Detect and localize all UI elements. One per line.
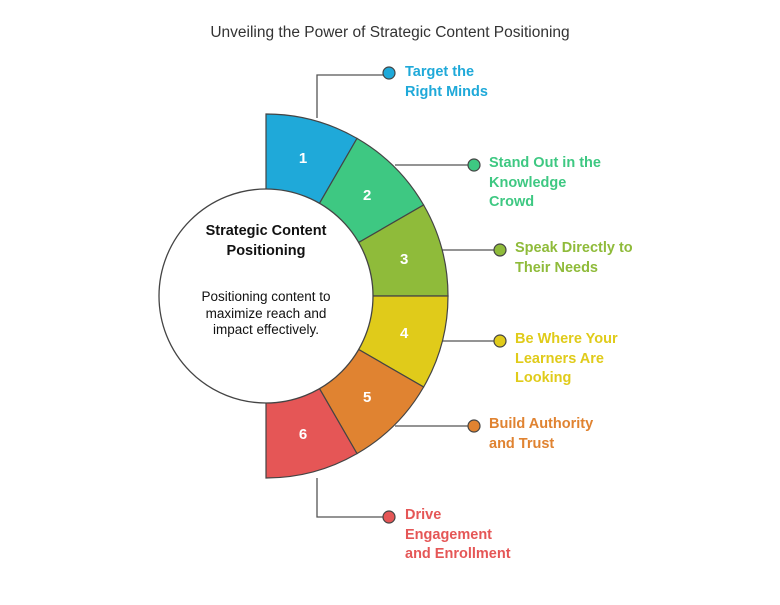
connector-dot-3 bbox=[493, 243, 507, 257]
segment-number-1: 1 bbox=[299, 150, 307, 167]
label-2: Stand Out in the Knowledge Crowd bbox=[489, 155, 601, 210]
connector-dot-2 bbox=[467, 158, 481, 172]
connector-dot-5 bbox=[467, 419, 481, 433]
center-description: Positioning content to maximize reach an… bbox=[201, 289, 331, 337]
connector-dot-1 bbox=[382, 66, 396, 80]
segment-number-6: 6 bbox=[299, 426, 307, 443]
segment-number-4: 4 bbox=[400, 325, 409, 342]
segment-number-5: 5 bbox=[363, 389, 371, 406]
label-3: Speak Directly to Their Needs bbox=[515, 240, 633, 276]
connector-line-1 bbox=[316, 74, 389, 118]
label-1: Target the Right Minds bbox=[405, 64, 488, 100]
label-4: Be Where Your Learners Are Looking bbox=[515, 331, 618, 386]
center-title: Strategic Content Positioning bbox=[205, 223, 327, 259]
label-5: Build Authority and Trust bbox=[489, 416, 594, 452]
connector-dot-4 bbox=[493, 334, 507, 348]
center-circle bbox=[158, 188, 374, 404]
label-6: Drive Engagement and Enrollment bbox=[405, 507, 511, 562]
diagram-title: Unveiling the Power of Strategic Content… bbox=[210, 24, 570, 41]
segment-number-3: 3 bbox=[400, 251, 408, 268]
segment-number-2: 2 bbox=[363, 187, 371, 204]
connector-dot-6 bbox=[382, 510, 396, 524]
connector-line-6 bbox=[316, 478, 389, 518]
